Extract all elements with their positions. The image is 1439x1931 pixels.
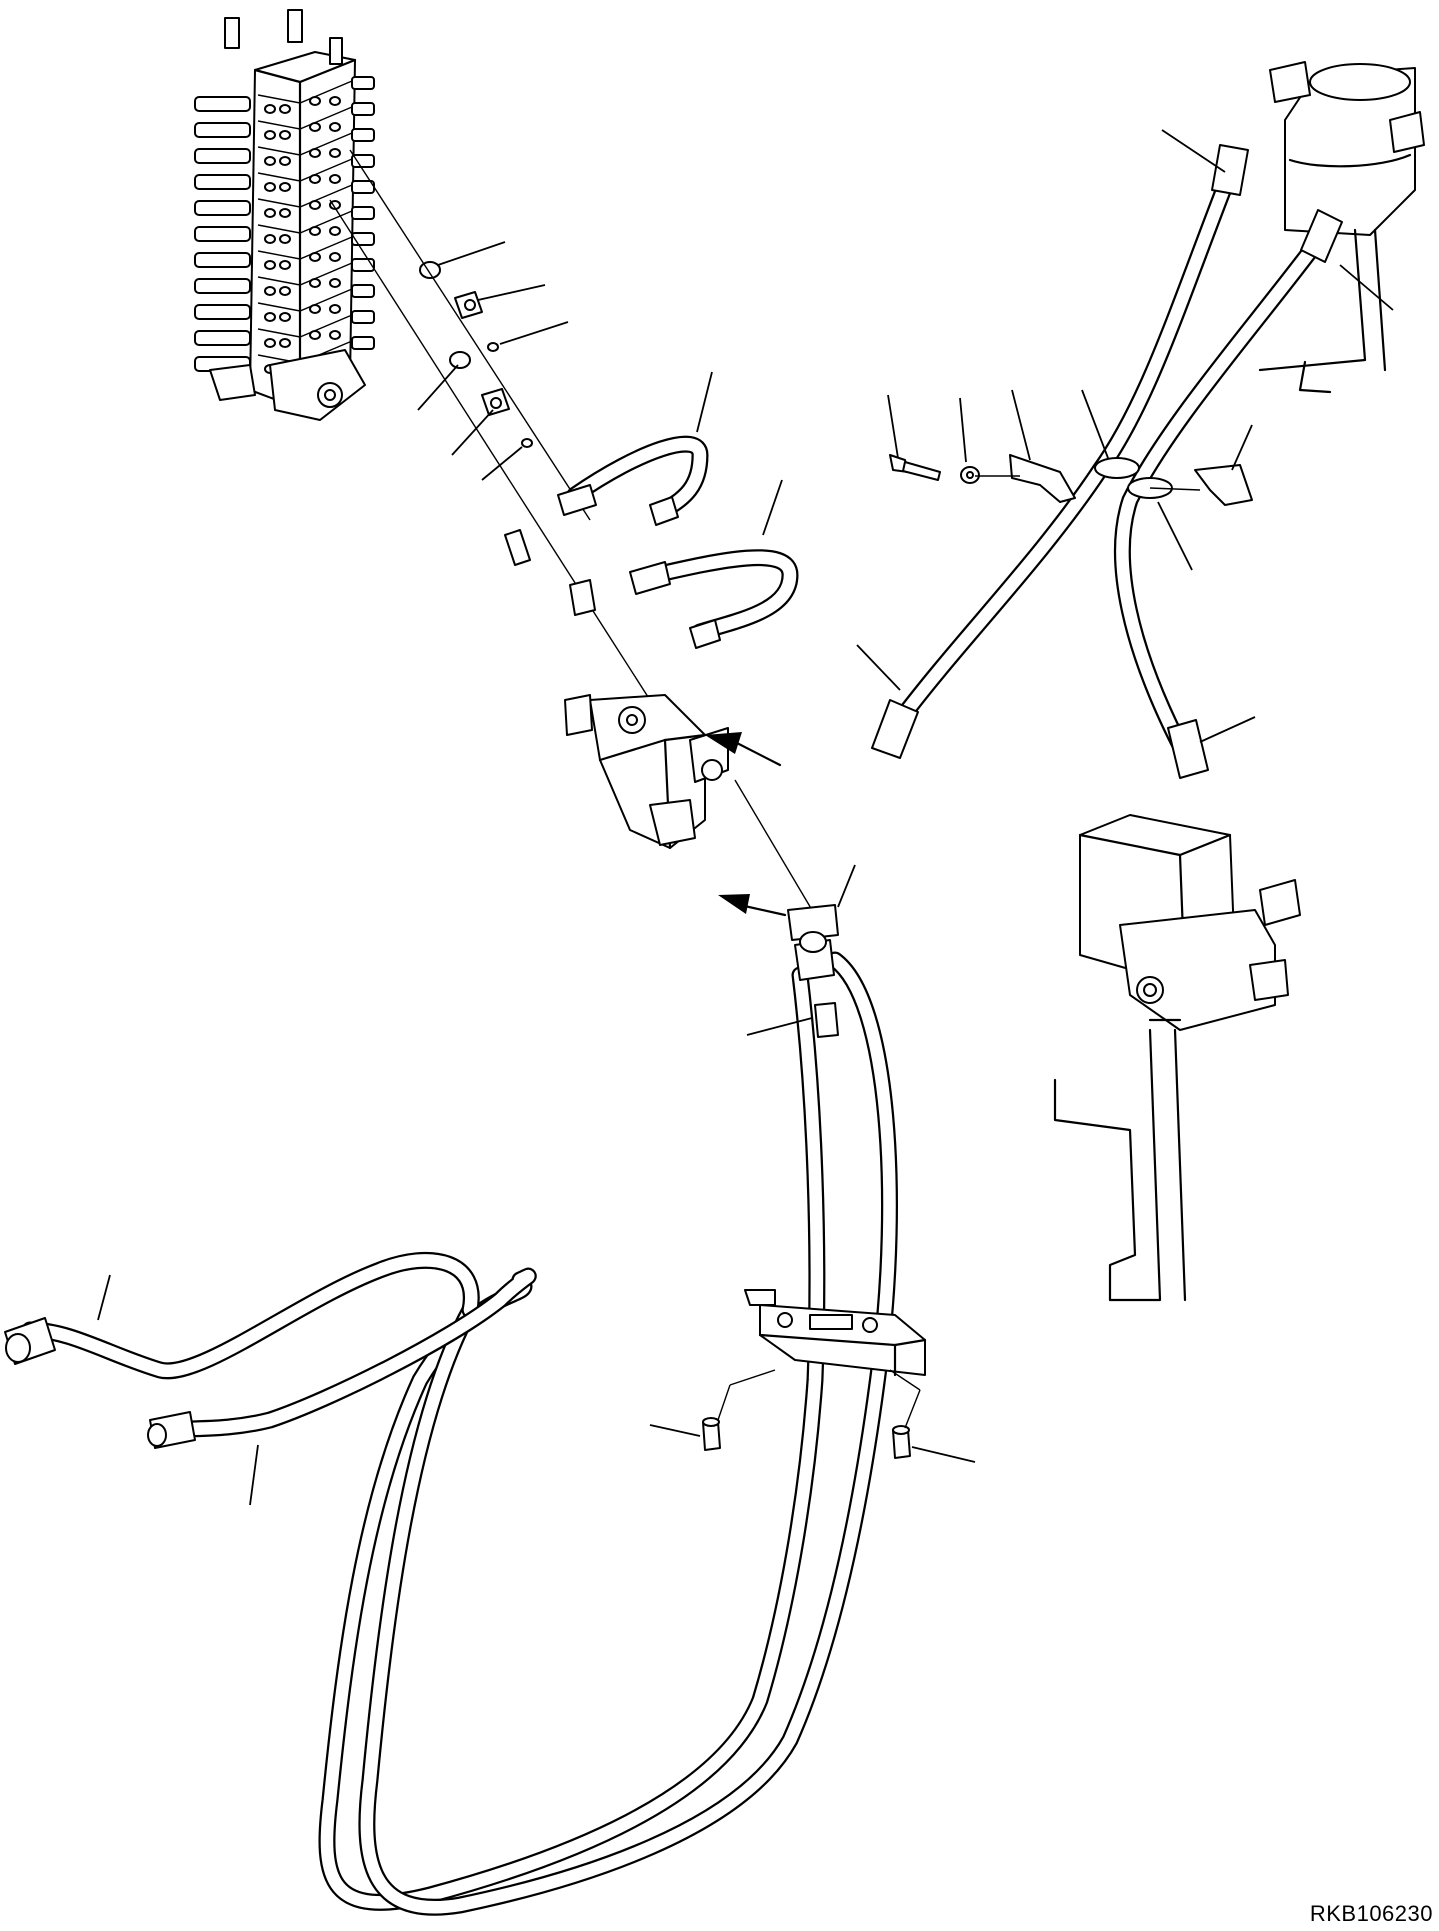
hose-fitting-icon (504, 484, 721, 649)
washer-icon (960, 466, 980, 484)
clamp-block-icon (744, 1289, 927, 1377)
clamp-plate-icon (1009, 454, 1253, 506)
hose-fitting-icon (871, 144, 1343, 779)
hose-fitting-icon (4, 904, 839, 1449)
selector-valve-icon (564, 694, 729, 850)
pedal-valve-icon (1053, 814, 1301, 1302)
o-ring-icon (419, 261, 533, 448)
union-fitting-icon (454, 291, 510, 416)
control-valve-stack-icon (194, 9, 375, 421)
collar-icon (702, 1417, 911, 1459)
direction-arrow-icon (705, 732, 787, 917)
bolt-icon (889, 454, 941, 481)
callout-leader-lines (97, 129, 1394, 1506)
accumulator-icon (1258, 61, 1425, 394)
drawing-reference-code: RKB106230 (1309, 1901, 1433, 1926)
